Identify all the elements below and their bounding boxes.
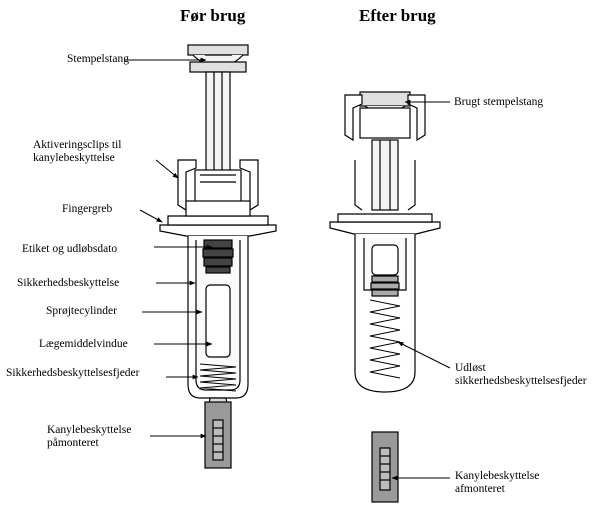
- syringe-after-use: [329, 91, 441, 393]
- stopper-label: [202, 239, 234, 274]
- leader-released-springs: [397, 341, 451, 369]
- leader-activation-clips: [155, 159, 179, 179]
- leader-finger-grip: [139, 209, 163, 223]
- label-safety-guard: Sikkerhedsbeskyttelse: [17, 277, 120, 289]
- label-medicine-window: Lægemiddelvindue: [39, 338, 128, 350]
- label-plunger-rod: Stempelstang: [67, 53, 129, 65]
- finger-grip: [159, 200, 277, 237]
- after-activation-clips: [344, 94, 426, 211]
- label-activation-clips-line2: kanylebeskyttelse: [33, 152, 115, 164]
- needle-cover-attached: [204, 397, 232, 469]
- label-released-springs-line2: sikkerhedsbeskyttelsesfjeder: [455, 375, 587, 387]
- plunger-rod: [205, 71, 231, 173]
- label-needle-cover-off-line1: Kanylebeskyttelse: [455, 470, 540, 482]
- heading-before-use: Før brug: [180, 6, 246, 25]
- after-finger-grip: [329, 213, 441, 235]
- syringe-before-use: [159, 44, 277, 469]
- after-guard-body: [354, 234, 416, 393]
- plunger-thumb-pad: [187, 44, 249, 73]
- label-needle-cover-on-line2: påmonteret: [47, 437, 99, 449]
- guard-springs-compressed: [199, 363, 237, 392]
- label-used-plunger-rod: Brugt stempelstang: [454, 96, 544, 108]
- label-needle-cover-off-line2: afmonteret: [455, 483, 505, 495]
- label-finger-grip: Fingergreb: [62, 203, 113, 215]
- label-activation-clips-line1: Aktiveringsclips til: [33, 139, 122, 151]
- heading-after-use: Efter brug: [359, 6, 436, 25]
- after-stopper: [370, 275, 400, 297]
- label-needle-cover-on-line1: Kanylebeskyttelse: [47, 424, 132, 436]
- label-label-expiry: Etiket og udløbsdato: [22, 243, 118, 255]
- medicine-window: [205, 284, 231, 358]
- label-syringe-barrel: Sprøjtecylinder: [46, 305, 117, 317]
- label-guard-springs: Sikkerhedsbeskyttelsesfjeder: [6, 367, 140, 379]
- released-springs: [369, 299, 401, 379]
- label-released-springs-line1: Udløst: [455, 362, 486, 374]
- needle-cover-detached: [371, 431, 399, 503]
